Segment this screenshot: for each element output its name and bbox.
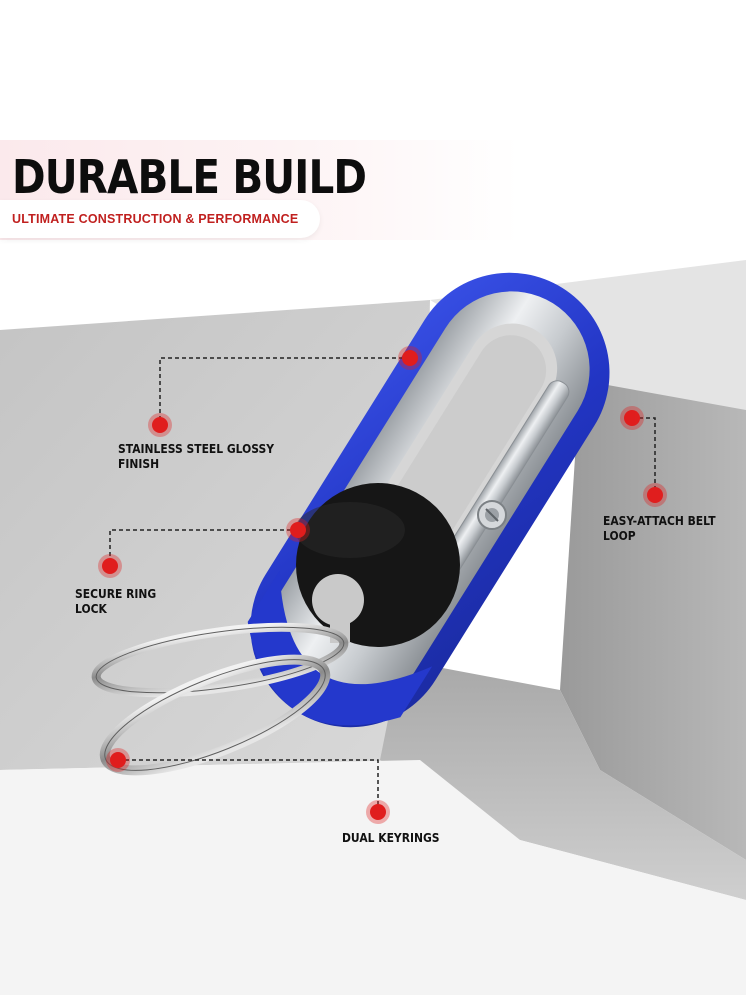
marker-belt-loop-top — [624, 410, 640, 426]
split-keyrings — [91, 622, 349, 776]
marker-keyrings-top — [110, 752, 126, 768]
callout-steel-line1: STAINLESS STEEL GLOSSY — [118, 441, 275, 456]
callout-belt-loop: EASY-ATTACH BELT LOOP — [603, 513, 716, 543]
marker-keyrings-label — [370, 804, 386, 820]
leader-line-steel — [159, 357, 410, 425]
subtitle-pill — [0, 200, 320, 238]
bg-plane-floor — [0, 760, 746, 995]
callout-belt-loop-line2: LOOP — [603, 528, 636, 543]
callout-steel-line2: FINISH — [118, 456, 160, 471]
callout-ring-lock: SECURE RING LOCK — [75, 586, 156, 616]
leader-line-belt-loop — [632, 417, 656, 495]
callout-steel-finish: STAINLESS STEEL GLOSSY FINISH — [118, 441, 274, 471]
callout-ring-lock-line2: LOCK — [75, 601, 107, 616]
bg-plane-bottom — [380, 660, 746, 900]
marker-ring-lock-top — [290, 522, 306, 538]
marker-ring-lock-label — [102, 558, 118, 574]
marker-belt-loop-label — [647, 487, 663, 503]
marker-steel-label — [152, 417, 168, 433]
leader-line-keyrings — [118, 759, 379, 812]
callout-belt-loop-line1: EASY-ATTACH BELT — [603, 513, 716, 528]
ring-lock-disc — [295, 483, 460, 647]
pivot-screw — [477, 500, 507, 530]
callout-ring-lock-line1: SECURE RING — [75, 586, 157, 601]
callout-keyrings: DUAL KEYRINGS — [342, 830, 440, 845]
bg-plane-right — [560, 380, 746, 860]
callout-keyrings-line1: DUAL KEYRINGS — [342, 830, 440, 845]
page-subtitle: ULTIMATE CONSTRUCTION & PERFORMANCE — [12, 212, 299, 226]
marker-steel-top — [402, 350, 418, 366]
page-title: DURABLE BUILD — [12, 150, 367, 204]
leader-line-ring-lock — [109, 529, 298, 565]
